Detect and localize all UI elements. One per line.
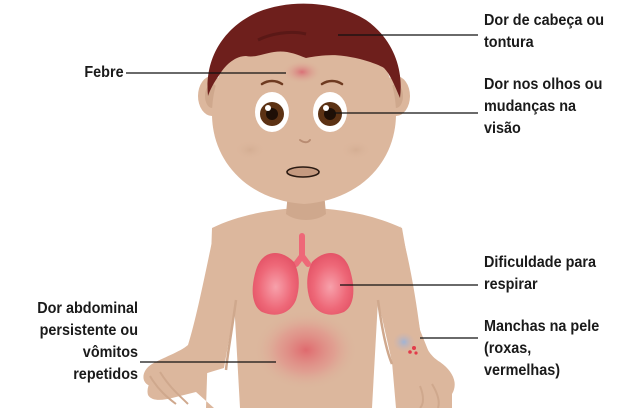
label-dor-olhos-line-3: visão bbox=[484, 118, 602, 140]
label-dor-abdominal-line-2: persistente ou bbox=[37, 320, 138, 342]
label-dificuldade-respirar: Dificuldade para respirar bbox=[484, 252, 596, 296]
label-dificuldade-respirar-line-1: Dificuldade para bbox=[484, 252, 596, 274]
label-febre: Febre bbox=[85, 62, 124, 84]
label-dor-olhos-line-1: Dor nos olhos ou bbox=[484, 74, 602, 96]
head bbox=[208, 4, 401, 204]
label-febre-line-1: Febre bbox=[85, 62, 124, 84]
left-eye bbox=[255, 92, 289, 132]
label-dor-cabeca-line-2: tontura bbox=[484, 32, 604, 54]
label-dor-olhos: Dor nos olhos ou mudanças na visão bbox=[484, 74, 602, 140]
label-dor-abdominal-line-3: vômitos bbox=[37, 342, 138, 364]
label-manchas-pele-line-3: vermelhas) bbox=[484, 360, 599, 382]
right-eye bbox=[313, 92, 347, 132]
label-manchas-pele: Manchas na pele (roxas, vermelhas) bbox=[484, 316, 599, 382]
label-dor-cabeca-line-1: Dor de cabeça ou bbox=[484, 10, 604, 32]
label-dor-olhos-line-2: mudanças na bbox=[484, 96, 602, 118]
label-manchas-pele-line-1: Manchas na pele bbox=[484, 316, 599, 338]
label-manchas-pele-line-2: (roxas, bbox=[484, 338, 599, 360]
label-dor-abdominal: Dor abdominal persistente ou vômitos rep… bbox=[37, 298, 138, 386]
mouth bbox=[287, 167, 319, 177]
label-dificuldade-respirar-line-2: respirar bbox=[484, 274, 596, 296]
label-dor-cabeca: Dor de cabeça ou tontura bbox=[484, 10, 604, 54]
label-dor-abdominal-line-1: Dor abdominal bbox=[37, 298, 138, 320]
label-dor-abdominal-line-4: repetidos bbox=[37, 364, 138, 386]
